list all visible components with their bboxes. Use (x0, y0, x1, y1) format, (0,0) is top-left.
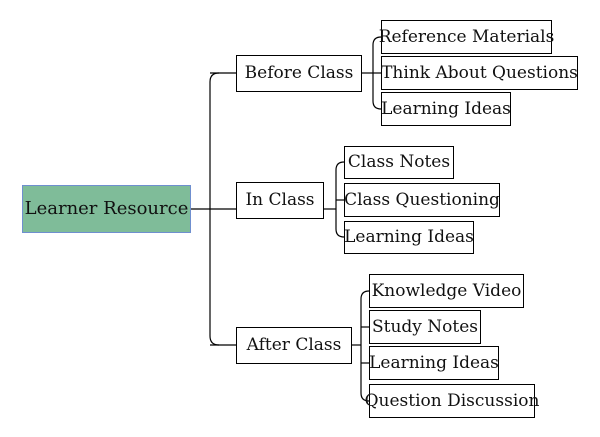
leaf-class-questioning: Class Questioning (344, 183, 500, 217)
branch-in-class: In Class (236, 182, 324, 219)
leaf-think-about-questions: Think About Questions (381, 56, 578, 90)
leaf-question-discussion: Question Discussion (365, 384, 539, 418)
leaf-reference-materials: Reference Materials (379, 20, 554, 54)
leaf-study-notes: Study Notes (369, 310, 481, 344)
branch-after-class: After Class (236, 327, 352, 364)
leaf-learning-ideas-in: Learning Ideas (344, 221, 474, 254)
root-node: Learner Resource (22, 185, 191, 233)
leaf-learning-ideas-before: Learning Ideas (381, 92, 511, 126)
leaf-learning-ideas-after: Learning Ideas (369, 346, 499, 380)
leaf-class-notes: Class Notes (344, 146, 454, 179)
branch-before-class: Before Class (236, 55, 362, 92)
leaf-knowledge-video: Knowledge Video (369, 274, 524, 308)
branch-3-spine (360, 290, 370, 402)
